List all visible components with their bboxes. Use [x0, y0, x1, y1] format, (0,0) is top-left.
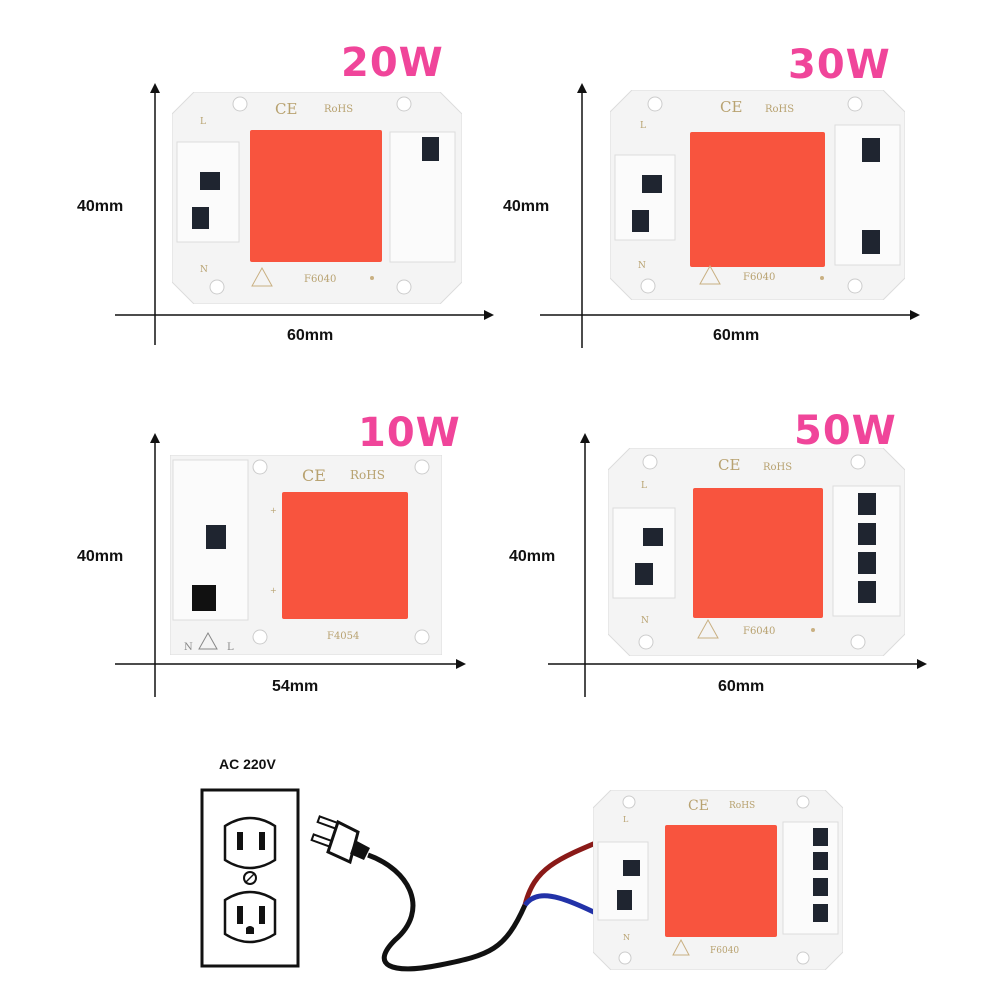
- led-chip-30w: CE RoHS L N F6040: [610, 90, 905, 300]
- rohs-mark: RoHS: [729, 801, 755, 811]
- ce-mark: CE: [718, 456, 740, 474]
- pin-l-label: L: [623, 815, 629, 824]
- ce-mark: CE: [720, 98, 742, 116]
- pin-n-label: N: [200, 265, 208, 275]
- model-label: F6040: [743, 272, 775, 283]
- led-chip-20w: CE RoHS L N F6040: [172, 92, 462, 304]
- pin-n-label: N: [184, 642, 193, 653]
- rohs-mark: RoHS: [765, 104, 794, 115]
- ce-mark: CE: [275, 100, 297, 118]
- pin-l-label: L: [200, 117, 206, 127]
- ce-mark: CE: [302, 466, 326, 485]
- height-label: 40mm: [77, 548, 124, 565]
- watt-label: 10W: [358, 410, 461, 456]
- width-label: 60mm: [287, 327, 334, 344]
- model-label: F6040: [710, 946, 739, 956]
- rohs-mark: RoHS: [763, 462, 792, 473]
- watt-label: 30W: [788, 42, 891, 88]
- pin-l-label: L: [640, 121, 646, 131]
- width-label: 60mm: [713, 327, 760, 344]
- led-chip-50w: CE RoHS L N F6040: [608, 448, 905, 656]
- pin-l-label: L: [641, 481, 647, 491]
- height-label: 40mm: [503, 198, 550, 215]
- pin-n-label: N: [623, 933, 630, 942]
- model-label: F6040: [304, 274, 336, 285]
- svg-text:+: +: [270, 506, 277, 515]
- width-label: 54mm: [272, 678, 319, 695]
- svg-text:+: +: [270, 586, 277, 595]
- pin-n-label: N: [638, 261, 646, 271]
- rohs-mark: RoHS: [350, 468, 385, 482]
- model-label: F4054: [327, 631, 359, 642]
- ac-voltage-label: AC 220V: [219, 756, 276, 772]
- wall-outlet: [200, 788, 300, 968]
- model-label: F6040: [743, 626, 775, 637]
- pin-l-label: L: [227, 642, 234, 653]
- watt-label: 20W: [341, 40, 444, 86]
- height-label: 40mm: [77, 198, 124, 215]
- watt-label: 50W: [794, 408, 897, 454]
- plug-cord: [310, 815, 623, 972]
- width-label: 60mm: [718, 678, 765, 695]
- pin-n-label: N: [641, 616, 649, 626]
- led-chip-wired: CE RoHS L N F6040: [593, 790, 843, 970]
- rohs-mark: RoHS: [324, 104, 353, 115]
- ce-mark: CE: [688, 798, 709, 814]
- led-chip-10w: CE RoHS N L F4054 + +: [170, 455, 442, 655]
- height-label: 40mm: [509, 548, 556, 565]
